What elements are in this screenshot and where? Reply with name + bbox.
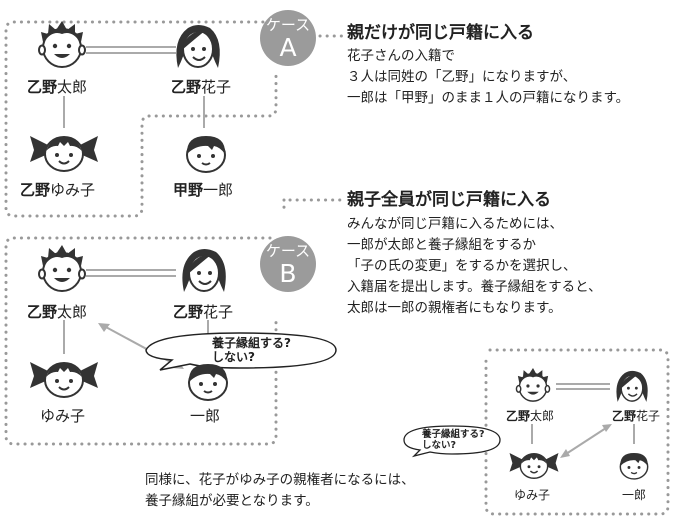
footer-note: 同様に、花子がゆみ子の親権者になるには、 養子縁組が必要となります。 (145, 470, 415, 512)
case-b-badge: ケース B (260, 236, 316, 292)
case-a-heading: 親だけが同じ戸籍に入る (347, 23, 534, 43)
case-b-description: みんなが同じ戸籍に入るためには、 一郎が太郎と養子縁組をするか 「子の氏の変更」… (347, 214, 602, 319)
case-a-line-1: 花子さんの入籍で (347, 48, 455, 64)
case-a-yumiko-name: 乙野ゆみ子 (20, 181, 96, 199)
case-c-speech-bubble (403, 425, 501, 458)
case-b-bubble-line-2: しない? (212, 350, 255, 364)
case-b-ichiro-face (187, 363, 229, 401)
case-b-line-4: 入籍届を提出します。養子縁組をすると、 (347, 279, 602, 295)
case-a-taro-face (38, 20, 86, 68)
case-b-bubble-text: 養子縁組する? しない? (212, 336, 291, 364)
case-b-line-1: みんなが同じ戸籍に入るためには、 (347, 216, 563, 232)
case-b-bubble-line-1: 養子縁組する? (212, 336, 291, 350)
case-b-taro-name: 乙野太郎 (27, 303, 88, 321)
case-b-hanako-name: 乙野花子 (173, 303, 234, 321)
case-c-hanako-name: 乙野花子 (612, 409, 661, 423)
case-b-line-3: 「子の氏の変更」をするかを選択し、 (347, 258, 577, 274)
case-b-heading: 親子全員が同じ戸籍に入る (347, 190, 551, 210)
case-c-taro-face (515, 367, 551, 402)
case-a-marriage-line (86, 46, 176, 54)
footer-line-1: 同様に、花子がゆみ子の親権者になるには、 (145, 472, 415, 488)
case-c-yumiko-name: ゆみ子 (514, 488, 551, 502)
case-a-badge-label: ケース (265, 16, 311, 34)
case-b-line-5: 太郎は一郎の親権者にもなります。 (347, 300, 562, 316)
case-c-hanako-face (615, 370, 649, 403)
footer-line-2: 養子縁組が必要となります。 (145, 493, 319, 509)
case-c-ichiro-name: 一郎 (622, 488, 647, 502)
case-a-taro-name: 乙野太郎 (27, 78, 88, 96)
case-b-taro-face (38, 244, 86, 292)
case-b-yumiko-name: ゆみ子 (40, 407, 86, 425)
case-c-marriage-line (556, 383, 610, 390)
case-a-ichiro-face (185, 135, 227, 173)
case-a-hanako-name: 乙野花子 (171, 78, 232, 96)
case-a-badge-letter: A (279, 33, 297, 62)
case-a-hanako-face (175, 24, 221, 69)
case-a-description: 花子さんの入籍で ３人は同姓の「乙野」になりますが、 一郎は「甲野」のまま１人の… (347, 46, 629, 109)
case-a-yumiko-face (29, 135, 99, 172)
case-a-ichiro-name: 甲野一郎 (173, 181, 234, 199)
case-b-line-2: 一郎が太郎と養子縁組をするか (347, 237, 536, 253)
case-c-bubble-line-1: 養子縁組する? (422, 429, 485, 440)
case-c-yumiko-face (508, 452, 560, 479)
case-c-bubble-text: 養子縁組する? しない? (422, 429, 485, 451)
case-b-frame (4, 236, 278, 446)
case-a-badge: ケース A (260, 10, 316, 66)
case-a-line-2: ３人は同姓の「乙野」になりますが、 (347, 69, 577, 85)
case-a-line-3: 一郎は「甲野」のまま１人の戸籍になります。 (347, 90, 630, 106)
case-c-adoption-arrow (560, 424, 612, 458)
case-c-bubble-line-2: しない? (422, 440, 457, 451)
case-b-badge-letter: B (279, 259, 297, 288)
case-b-hanako-face (181, 248, 227, 293)
case-c-ichiro-face (619, 452, 649, 480)
case-b-marriage-line (86, 269, 176, 277)
case-b-badge-label: ケース (265, 242, 311, 260)
case-b-connector (282, 198, 346, 212)
case-b-ichiro-name: 一郎 (190, 407, 221, 425)
case-c-taro-name: 乙野太郎 (506, 409, 555, 423)
case-b-yumiko-face (29, 361, 99, 398)
case-b-speech-bubble (145, 332, 337, 371)
